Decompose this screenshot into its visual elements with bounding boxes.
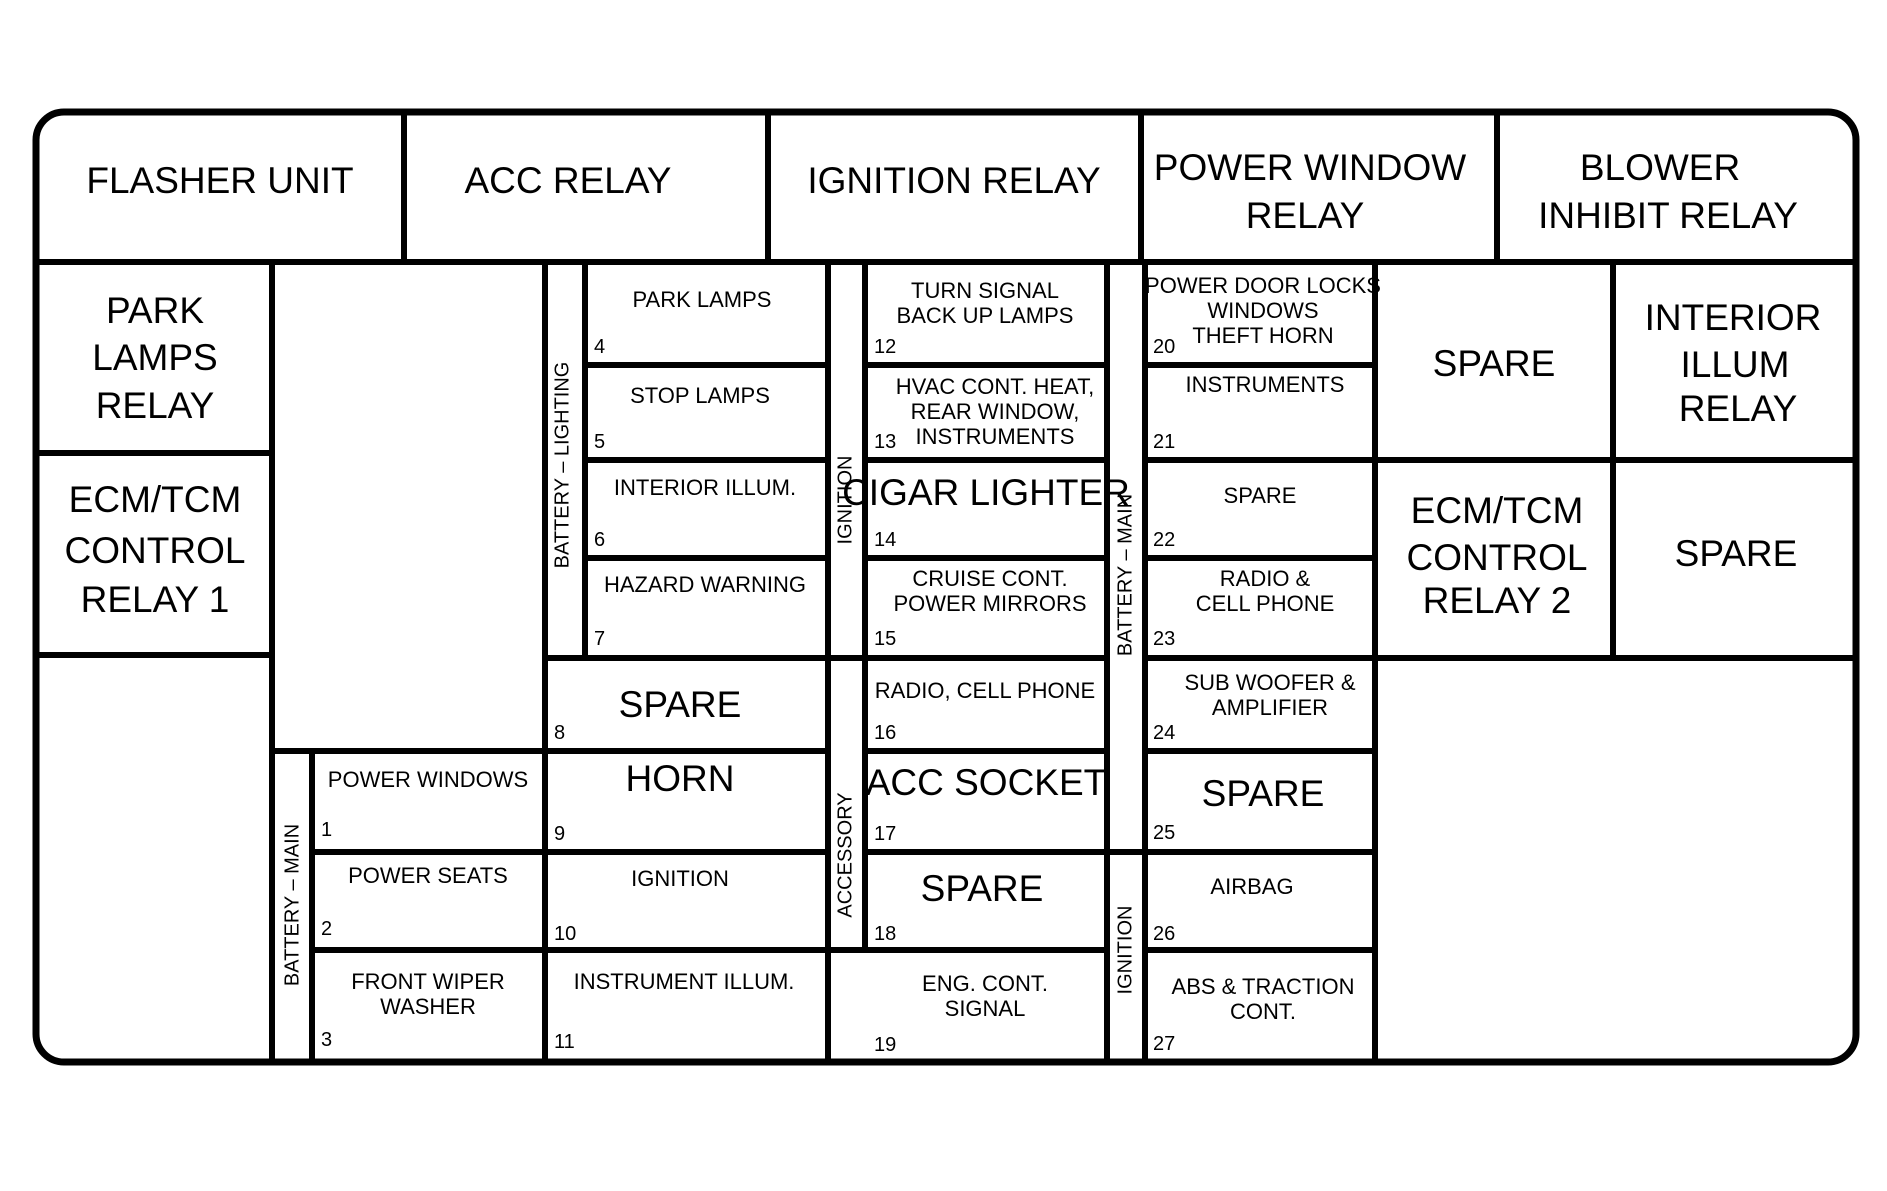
- fuse-4-number: 4: [594, 336, 605, 358]
- cell-borders: [33, 109, 1859, 1065]
- fuse-13-label: INSTRUMENTS: [916, 424, 1075, 449]
- fuse-4-label: PARK LAMPS: [633, 287, 772, 312]
- park-lamps-relay-label: PARK: [106, 290, 204, 331]
- fuse-5-label: STOP LAMPS: [630, 383, 770, 408]
- battery-lighting-group: BATTERY – LIGHTING: [551, 362, 573, 569]
- fuse-11-number: 11: [554, 1031, 575, 1053]
- fuse-6-label: INTERIOR ILLUM.: [614, 475, 796, 500]
- ecm-tcm-relay-1-label-3: RELAY 1: [81, 579, 230, 620]
- fuse-24-label: SUB WOOFER &: [1184, 670, 1355, 695]
- fuse-7-label: HAZARD WARNING: [604, 572, 806, 597]
- fuse-24-label: AMPLIFIER: [1212, 695, 1328, 720]
- fuse-22-label: SPARE: [1224, 483, 1297, 508]
- ecm-tcm-relay-1-label: ECM/TCM: [69, 479, 242, 520]
- ignition-relay-label: IGNITION RELAY: [807, 160, 1100, 201]
- park-lamps-relay-label-3: RELAY: [96, 385, 215, 426]
- fuse-27-label: ABS & TRACTION: [1172, 974, 1355, 999]
- power-window-relay-label-2: RELAY: [1246, 195, 1365, 236]
- acc-relay-label: ACC RELAY: [465, 160, 672, 201]
- fuse-20-label: WINDOWS: [1207, 298, 1318, 323]
- power-window-relay-label: POWER WINDOW: [1154, 147, 1466, 188]
- ignition-left-group: IGNITION: [834, 456, 856, 545]
- fuse-9-number: 9: [554, 823, 565, 845]
- fuse-12-number: 12: [874, 336, 896, 358]
- fuse-19-label: ENG. CONT.: [922, 971, 1048, 996]
- fuse-20-label: THEFT HORN: [1192, 323, 1333, 348]
- fuse-17-label: ACC SOCKET: [866, 762, 1107, 803]
- fuse-18-number: 18: [874, 923, 896, 945]
- fuse-8-label: SPARE: [619, 684, 742, 725]
- ecm-tcm-relay-2-label-3: RELAY 2: [1423, 580, 1572, 621]
- fuse-23-number: 23: [1153, 628, 1175, 650]
- fuse-18-label: SPARE: [921, 868, 1044, 909]
- ecm-tcm-relay-2-label: ECM/TCM: [1411, 490, 1584, 531]
- fuse-26-number: 26: [1153, 923, 1175, 945]
- fuse-13-number: 13: [874, 431, 896, 453]
- fuse-17-number: 17: [874, 823, 896, 845]
- battery-main-right-group: BATTERY – MAIN: [1114, 494, 1136, 656]
- fuse-20-number: 20: [1153, 336, 1175, 358]
- fuse-16-label: RADIO, CELL PHONE: [875, 678, 1095, 703]
- fuse-19-number: 19: [874, 1034, 896, 1056]
- park-lamps-relay-label-2: LAMPS: [92, 337, 217, 378]
- interior-illum-relay-label-3: RELAY: [1679, 388, 1798, 429]
- fuse-3-number: 3: [321, 1029, 332, 1051]
- fuse-5-number: 5: [594, 431, 605, 453]
- fuse-23-label: RADIO &: [1220, 566, 1311, 591]
- fuse-6-number: 6: [594, 529, 605, 551]
- ecm-tcm-relay-1-label-2: CONTROL: [65, 530, 246, 571]
- fuse-1-label: POWER WINDOWS: [328, 767, 528, 792]
- fuse-14-number: 14: [874, 529, 896, 551]
- fuse-26-label: AIRBAG: [1210, 874, 1293, 899]
- spare-relay-mid-label: SPARE: [1675, 533, 1798, 574]
- fuse-10-label: IGNITION: [631, 866, 729, 891]
- fuse-27-number: 27: [1153, 1033, 1175, 1055]
- fuse-21-number: 21: [1153, 431, 1175, 453]
- interior-illum-relay-label-2: ILLUM: [1681, 344, 1790, 385]
- fuse-10-number: 10: [554, 923, 576, 945]
- fuse-8-number: 8: [554, 722, 565, 744]
- fuse-20-label: POWER DOOR LOCKS: [1145, 273, 1381, 298]
- fuse-19-label: SIGNAL: [945, 996, 1026, 1021]
- fuse-9-label: HORN: [626, 758, 735, 799]
- fuse-1-number: 1: [321, 819, 332, 841]
- fuse-13-label: REAR WINDOW,: [911, 399, 1080, 424]
- fuse-11-label: INSTRUMENT ILLUM.: [574, 969, 795, 994]
- fuse-3-label: FRONT WIPER: [351, 969, 505, 994]
- fuse-27-label: CONT.: [1230, 999, 1296, 1024]
- fuse-2-number: 2: [321, 918, 332, 940]
- fuse-15-label: POWER MIRRORS: [893, 591, 1086, 616]
- fuse-16-number: 16: [874, 722, 896, 744]
- interior-illum-relay-label: INTERIOR: [1645, 297, 1822, 338]
- fuse-3-label: WASHER: [380, 994, 476, 1019]
- fuse-22-number: 22: [1153, 529, 1175, 551]
- fuse-12-label: BACK UP LAMPS: [897, 303, 1074, 328]
- fuse-2-label: POWER SEATS: [348, 863, 508, 888]
- fuse-12-label: TURN SIGNAL: [911, 278, 1059, 303]
- fuse-23-label: CELL PHONE: [1196, 591, 1335, 616]
- fuse-24-number: 24: [1153, 722, 1175, 744]
- spare-relay-top-label: SPARE: [1433, 343, 1556, 384]
- ignition-right-group: IGNITION: [1114, 906, 1136, 995]
- ecm-tcm-relay-2-label-2: CONTROL: [1407, 537, 1588, 578]
- flasher-unit-label: FLASHER UNIT: [86, 160, 353, 201]
- fuse-block-outline: [32, 108, 1860, 1066]
- fuse-25-number: 25: [1153, 822, 1175, 844]
- fuse-25-label: SPARE: [1202, 773, 1325, 814]
- blower-inhibit-relay-label-2: INHIBIT RELAY: [1538, 195, 1798, 236]
- accessory-group: ACCESSORY: [834, 792, 856, 917]
- battery-main-left-group: BATTERY – MAIN: [281, 824, 303, 986]
- fuse-15-label: CRUISE CONT.: [912, 566, 1067, 591]
- fuse-15-number: 15: [874, 628, 896, 650]
- fuse-21-label: INSTRUMENTS: [1186, 372, 1345, 397]
- fuse-7-number: 7: [594, 628, 605, 650]
- blower-inhibit-relay-label: BLOWER: [1580, 147, 1740, 188]
- fuse-14-label: CIGAR LIGHTER: [842, 472, 1130, 513]
- fuse-13-label: HVAC CONT. HEAT,: [896, 374, 1094, 399]
